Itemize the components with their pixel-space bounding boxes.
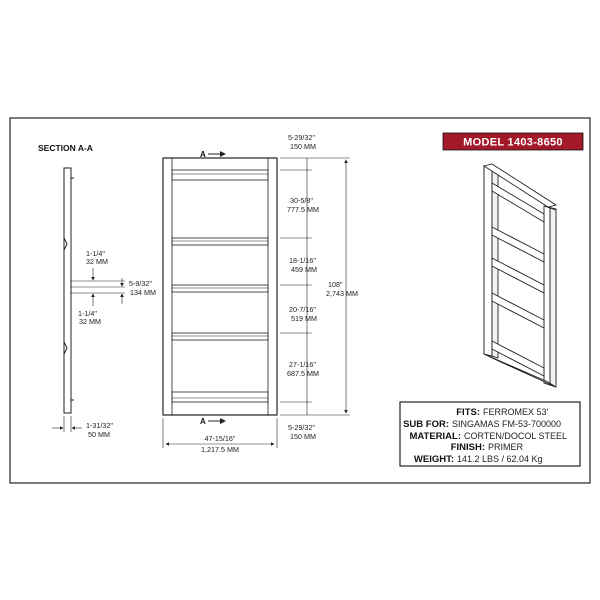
svg-text:CORTEN/DOCOL STEEL: CORTEN/DOCOL STEEL: [464, 431, 567, 441]
overall-width-dim: 47-15/16" 1,217.5 MM: [162, 418, 278, 454]
section-dim-3: 1-1/4" 32 MM: [78, 293, 101, 326]
section-label: SECTION A-A: [38, 143, 93, 153]
model-badge: MODEL 1403-8650: [442, 132, 584, 151]
svg-text:150 MM: 150 MM: [290, 142, 316, 151]
overall-height-imperial: 108": [328, 280, 343, 289]
svg-text:PRIMER: PRIMER: [488, 442, 524, 452]
section-dim-4-metric: 50 MM: [88, 430, 110, 439]
vertical-dim-chain: [280, 157, 350, 416]
section-dim-2: 5-9/32" 134 MM: [70, 278, 156, 304]
vertical-dim-3: 18-1/16" 459 MM: [289, 256, 317, 274]
section-marker-bottom: A: [200, 417, 226, 426]
section-dim-2-metric: 134 MM: [130, 288, 156, 297]
svg-text:5-29/32": 5-29/32": [288, 133, 315, 142]
spec-row-finish: FINISH: PRIMER: [451, 442, 524, 453]
overall-width-imperial: 47-15/16": [205, 434, 236, 443]
overall-width-metric: 1,217.5 MM: [201, 445, 239, 454]
svg-text:5-29/32": 5-29/32": [288, 423, 315, 432]
svg-text:SUB FOR:: SUB FOR:: [403, 419, 449, 430]
svg-text:150 MM: 150 MM: [290, 432, 316, 441]
svg-text:FERROMEX 53': FERROMEX 53': [483, 407, 549, 417]
vertical-dim-1: 5-29/32" 150 MM: [288, 133, 316, 151]
svg-text:27-1/16": 27-1/16": [289, 360, 316, 369]
svg-text:FITS:: FITS:: [456, 407, 480, 418]
model-label: MODEL 1403-8650: [463, 137, 563, 149]
vertical-dim-2: 30-5/8" 777.5 MM: [287, 196, 319, 214]
section-dim-4-imperial: 1-31/32": [86, 421, 113, 430]
drawing-border: [9, 117, 591, 484]
svg-text:18-1/16": 18-1/16": [289, 256, 316, 265]
vertical-dim-5: 27-1/16" 687.5 MM: [287, 360, 319, 378]
svg-text:SINGAMAS FM-53-700000: SINGAMAS FM-53-700000: [452, 419, 561, 429]
spec-row-material: MATERIAL: CORTEN/DOCOL STEEL: [409, 431, 567, 442]
svg-text:FINISH:: FINISH:: [451, 442, 485, 453]
svg-text:20-7/16": 20-7/16": [289, 305, 316, 314]
section-dim-1: 1-1/4" 32 MM: [70, 249, 125, 288]
front-frame: [162, 157, 278, 416]
section-dim-1-imperial: 1-1/4": [86, 249, 105, 258]
overall-height-metric: 2,743 MM: [326, 289, 358, 298]
section-marker-top: A: [200, 150, 226, 159]
section-dim-4: 1-31/32" 50 MM: [52, 416, 113, 439]
isometric-view: [482, 163, 558, 388]
spec-row-fits: FITS: FERROMEX 53': [456, 407, 548, 418]
svg-text:141.2 LBS / 62.04 Kg: 141.2 LBS / 62.04 Kg: [457, 454, 543, 464]
svg-text:30-5/8": 30-5/8": [290, 196, 313, 205]
section-dim-1-metric: 32 MM: [86, 257, 108, 266]
svg-text:MATERIAL:: MATERIAL:: [409, 431, 461, 442]
spec-box: [399, 401, 581, 467]
spec-row-sub-for: SUB FOR: SINGAMAS FM-53-700000: [403, 419, 561, 430]
vertical-dim-4: 20-7/16" 519 MM: [289, 305, 317, 323]
svg-text:A: A: [200, 417, 206, 426]
svg-text:WEIGHT:: WEIGHT:: [414, 454, 454, 465]
svg-text:459 MM: 459 MM: [291, 265, 317, 274]
spec-row-weight: WEIGHT: 141.2 LBS / 62.04 Kg: [414, 454, 543, 465]
section-dim-3-metric: 32 MM: [79, 317, 101, 326]
section-profile: [63, 167, 74, 414]
svg-text:687.5 MM: 687.5 MM: [287, 369, 319, 378]
overall-height-dim: 108" 2,743 MM: [326, 159, 358, 414]
svg-text:777.5 MM: 777.5 MM: [287, 205, 319, 214]
section-dim-2-imperial: 5-9/32": [129, 279, 152, 288]
section-dim-3-imperial: 1-1/4": [78, 309, 97, 318]
svg-text:A: A: [200, 150, 206, 159]
vertical-dim-6: 5-29/32" 150 MM: [288, 423, 316, 441]
svg-text:519 MM: 519 MM: [291, 314, 317, 323]
